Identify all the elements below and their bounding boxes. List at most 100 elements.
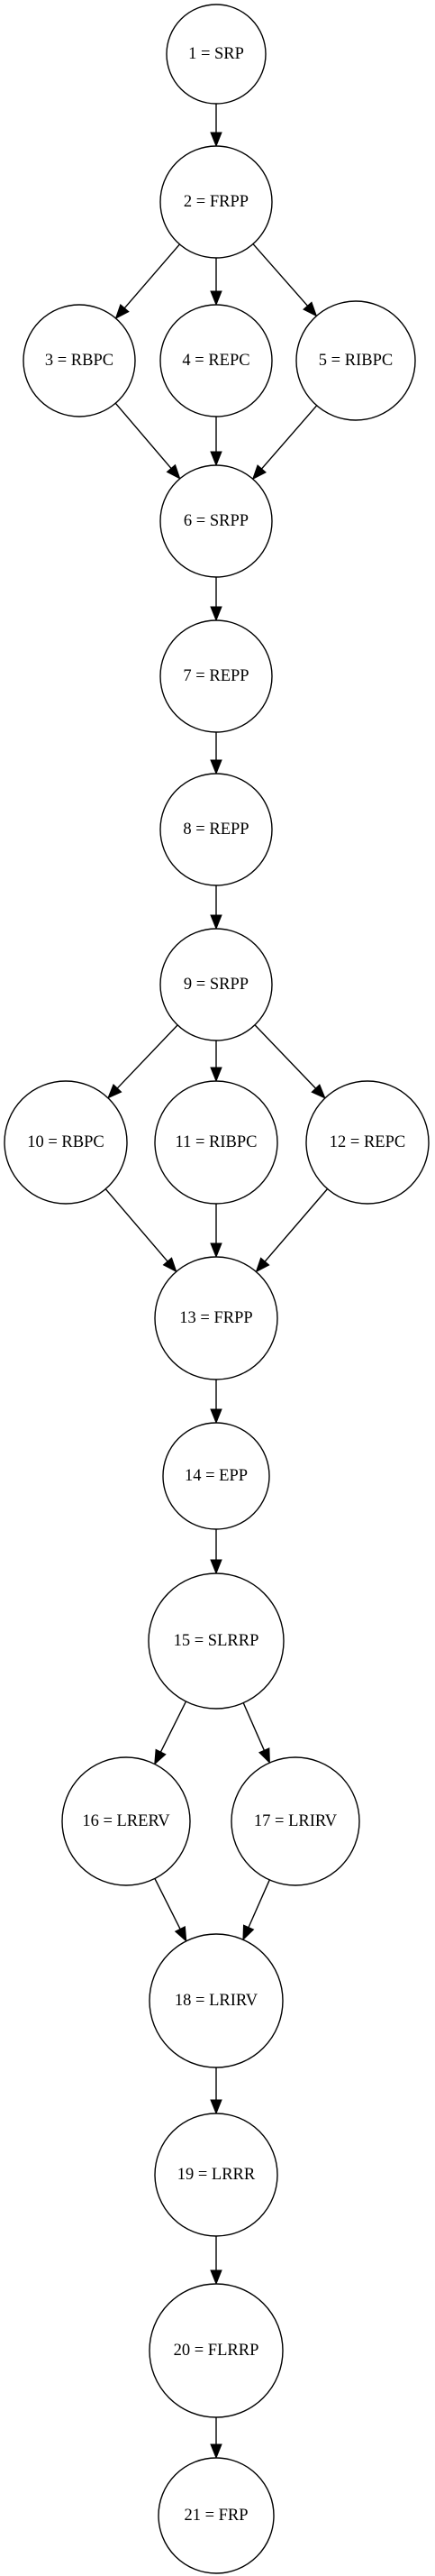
edge-line	[242, 1702, 266, 1751]
node-14: 14 = EPP	[162, 1422, 270, 1530]
node-label: 21 = FRP	[184, 2507, 248, 2525]
node-circle	[61, 1756, 191, 1886]
node-circle	[159, 619, 273, 733]
edge-2-to-4	[210, 258, 222, 307]
arrowhead-icon	[210, 1559, 222, 1575]
edge-15-to-17	[242, 1702, 270, 1765]
node-circle	[154, 1256, 278, 1380]
arrowhead-icon	[114, 303, 130, 320]
node-circle	[159, 773, 273, 886]
node-12: 12 = REPC	[305, 1080, 430, 1205]
node-label: 9 = SRPP	[184, 976, 249, 994]
node-4: 4 = REPC	[159, 304, 273, 417]
edge-4-to-6	[210, 417, 222, 467]
node-17: 17 = LRIRV	[231, 1756, 360, 1886]
edge-20-to-21	[210, 2417, 222, 2460]
node-label: 11 = RIBPC	[176, 1133, 258, 1151]
node-circle	[159, 464, 273, 578]
node-label: 6 = SRPP	[184, 512, 249, 530]
edge-18-to-19	[210, 2067, 222, 2115]
arrowhead-icon	[210, 2443, 222, 2460]
edge-7-to-8	[210, 732, 222, 775]
node-label: 10 = RBPC	[27, 1133, 104, 1151]
arrowhead-icon	[242, 1924, 255, 1941]
node-11: 11 = RIBPC	[154, 1080, 278, 1205]
arrowhead-icon	[311, 1084, 326, 1099]
edge-line	[254, 1024, 317, 1089]
edge-15-to-16	[154, 1701, 187, 1765]
node-13: 13 = FRPP	[154, 1256, 278, 1380]
node-9: 9 = SRPP	[159, 928, 273, 1041]
node-label: 20 = FLRRP	[174, 2342, 259, 2360]
node-19: 19 = LRRR	[154, 2113, 278, 2237]
node-16: 16 = LRERV	[61, 1756, 191, 1886]
edge-13-to-14	[210, 1380, 222, 1425]
edge-line	[248, 1879, 270, 1928]
node-2: 2 = FRPP	[159, 145, 273, 259]
arrowhead-icon	[210, 1067, 222, 1083]
node-label: 14 = EPP	[185, 1467, 248, 1485]
edge-line	[123, 243, 181, 309]
node-circle	[148, 1572, 285, 1710]
edge-19-to-20	[210, 2236, 222, 2286]
edge-line	[264, 1188, 329, 1262]
edge-12-to-13	[255, 1188, 329, 1273]
edge-2-to-5	[252, 243, 318, 317]
node-label: 12 = REPC	[330, 1133, 405, 1151]
edges-layer	[104, 104, 329, 2460]
arrowhead-icon	[166, 463, 181, 480]
node-label: 13 = FRPP	[179, 1309, 252, 1327]
node-18: 18 = LRIRV	[149, 1933, 284, 2068]
arrowhead-icon	[107, 1083, 122, 1099]
node-circle	[149, 1933, 284, 2068]
edge-line	[154, 1878, 181, 1930]
node-circle	[295, 300, 416, 421]
edge-line	[159, 1701, 187, 1753]
node-label: 15 = SLRRP	[174, 1632, 259, 1650]
node-circle	[23, 304, 136, 417]
edge-3-to-6	[114, 402, 181, 480]
node-label: 8 = REPP	[183, 820, 249, 839]
arrowhead-icon	[210, 914, 222, 930]
node-20: 20 = FLRRP	[149, 2283, 284, 2418]
arrowhead-icon	[251, 464, 267, 481]
node-7: 7 = REPP	[159, 619, 273, 733]
edge-line	[261, 405, 318, 470]
edge-9-to-12	[254, 1024, 326, 1099]
edge-16-to-18	[154, 1878, 187, 1943]
arrowhead-icon	[210, 2269, 222, 2286]
edge-9-to-11	[210, 1040, 222, 1083]
node-21: 21 = FRP	[158, 2457, 275, 2574]
node-circle	[231, 1756, 360, 1886]
node-5: 5 = RIBPC	[295, 300, 416, 421]
arrowhead-icon	[154, 1748, 167, 1765]
edge-line	[252, 243, 308, 307]
arrowhead-icon	[210, 759, 222, 775]
edge-10-to-13	[104, 1188, 177, 1273]
node-label: 16 = LRERV	[82, 1812, 170, 1830]
edge-line	[114, 402, 172, 469]
node-label: 5 = RIBPC	[319, 352, 393, 370]
arrowhead-icon	[210, 2099, 222, 2115]
edge-2-to-3	[114, 243, 181, 320]
node-circle	[162, 1422, 270, 1530]
node-8: 8 = REPP	[159, 773, 273, 886]
arrowhead-icon	[210, 132, 222, 148]
edge-17-to-18	[242, 1879, 270, 1941]
edge-line	[116, 1024, 178, 1089]
node-label: 19 = LRRR	[177, 2166, 256, 2184]
node-circle	[154, 2113, 278, 2237]
node-circle	[305, 1080, 430, 1205]
edge-9-to-10	[107, 1024, 178, 1099]
node-circle	[159, 304, 273, 417]
node-label: 2 = FRPP	[184, 193, 249, 211]
node-label: 1 = SRP	[188, 45, 244, 63]
arrowhead-icon	[255, 1257, 270, 1273]
node-circle	[159, 145, 273, 259]
arrowhead-icon	[258, 1747, 270, 1765]
node-circle	[154, 1080, 278, 1205]
node-label: 7 = REPP	[183, 667, 249, 685]
edge-1-to-2	[210, 104, 222, 148]
node-circle	[166, 4, 267, 105]
